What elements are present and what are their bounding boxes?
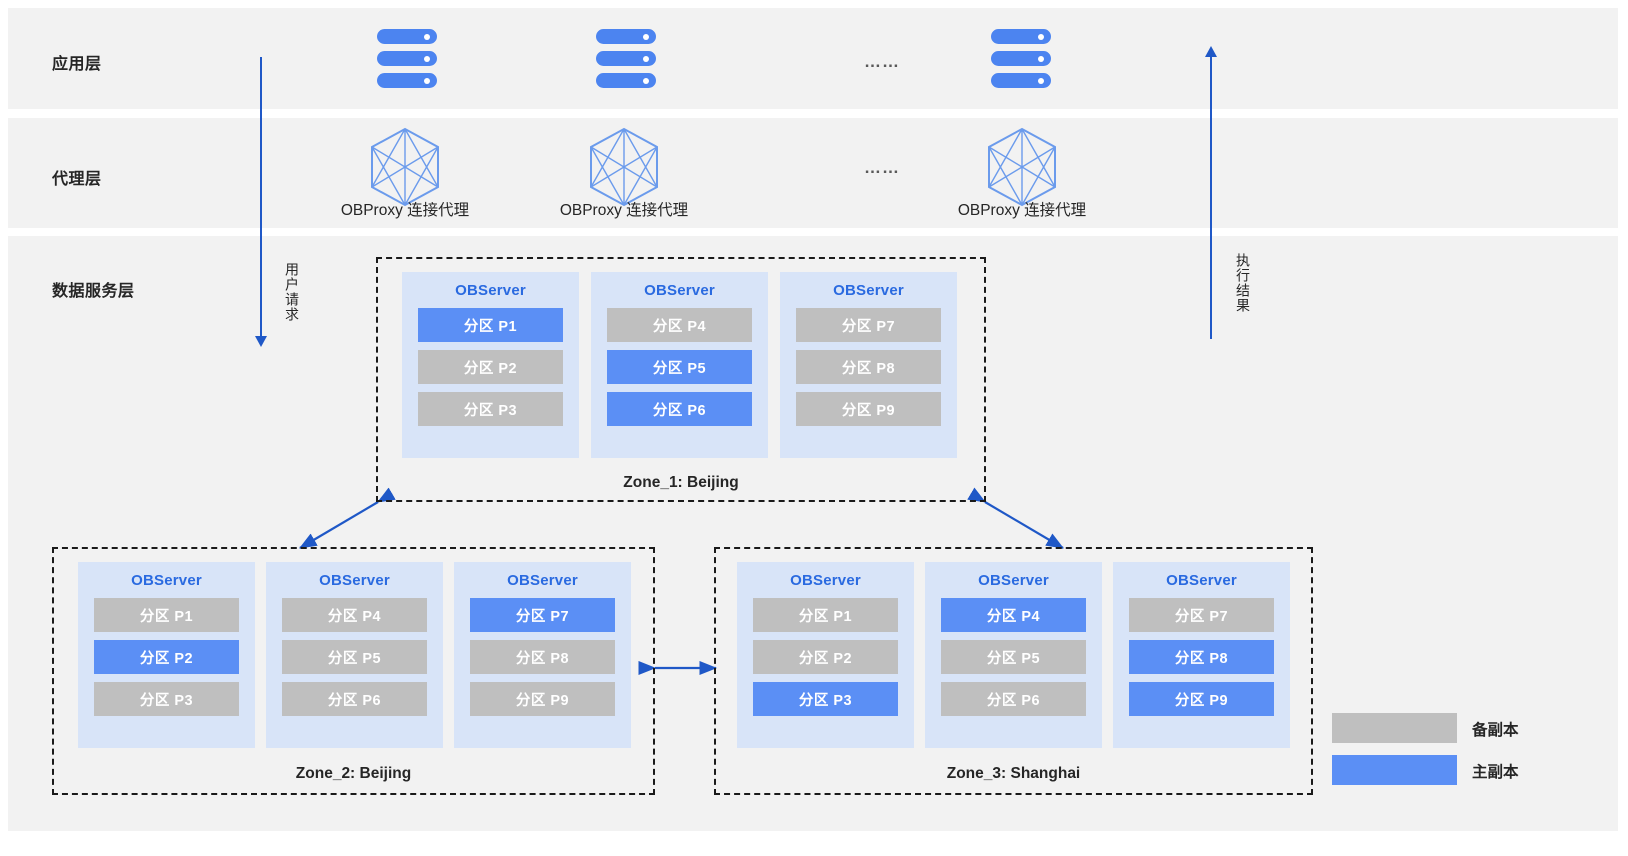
server-icon-bar <box>596 29 656 44</box>
server-icon-led <box>424 55 430 62</box>
proxy-label: OBProxy 连接代理 <box>957 202 1087 219</box>
partition-box[interactable]: 分区 P8 <box>470 640 615 674</box>
partition-box[interactable]: 分区 P2 <box>94 640 239 674</box>
observer-card[interactable]: OBServer 分区 P4 分区 P5 分区 P6 <box>925 562 1102 748</box>
partition-box[interactable]: 分区 P6 <box>607 392 752 426</box>
server-icon-bar <box>377 73 437 88</box>
server-icon <box>596 29 656 89</box>
layer-label-application: 应用层 <box>52 56 102 73</box>
server-icon-bar <box>596 73 656 88</box>
server-icon <box>991 29 1051 89</box>
partition-box[interactable]: 分区 P4 <box>282 598 427 632</box>
server-icon-led <box>643 55 649 62</box>
observer-title: OBServer <box>131 572 202 589</box>
partition-box[interactable]: 分区 P4 <box>941 598 1086 632</box>
server-icon-bar <box>991 51 1051 66</box>
partition-box[interactable]: 分区 P3 <box>418 392 563 426</box>
observer-title: OBServer <box>455 282 526 299</box>
observer-card[interactable]: OBServer 分区 P1 分区 P2 分区 P3 <box>737 562 914 748</box>
observer-card[interactable]: OBServer 分区 P1 分区 P2 分区 P3 <box>402 272 579 458</box>
partition-box[interactable]: 分区 P1 <box>94 598 239 632</box>
partition-box[interactable]: 分区 P9 <box>796 392 941 426</box>
layer-band-proxy <box>8 118 1618 228</box>
partition-box[interactable]: 分区 P9 <box>470 682 615 716</box>
observer-title: OBServer <box>319 572 390 589</box>
server-icon-led <box>424 33 430 40</box>
observer-card[interactable]: OBServer 分区 P4 分区 P5 分区 P6 <box>266 562 443 748</box>
observer-card[interactable]: OBServer 分区 P7 分区 P8 分区 P9 <box>780 272 957 458</box>
partition-box[interactable]: 分区 P5 <box>282 640 427 674</box>
legend-swatch-primary <box>1332 755 1457 785</box>
legend-swatch-backup <box>1332 713 1457 743</box>
observer-title: OBServer <box>833 282 904 299</box>
legend-label-backup: 备副本 <box>1472 722 1519 739</box>
server-icon-bar <box>991 29 1051 44</box>
execution-result-label: 执行结果 <box>1235 253 1251 313</box>
execution-result-arrow-line <box>1210 57 1212 339</box>
observer-title: OBServer <box>790 572 861 589</box>
observer-card[interactable]: OBServer 分区 P4 分区 P5 分区 P6 <box>591 272 768 458</box>
partition-box[interactable]: 分区 P7 <box>1129 598 1274 632</box>
partition-box[interactable]: 分区 P1 <box>753 598 898 632</box>
server-icon-bar <box>596 51 656 66</box>
observer-card[interactable]: OBServer 分区 P7 分区 P8 分区 P9 <box>1113 562 1290 748</box>
partition-box[interactable]: 分区 P5 <box>607 350 752 384</box>
partition-box[interactable]: 分区 P8 <box>796 350 941 384</box>
partition-box[interactable]: 分区 P1 <box>418 308 563 342</box>
partition-box[interactable]: 分区 P3 <box>94 682 239 716</box>
observer-title: OBServer <box>644 282 715 299</box>
partition-box[interactable]: 分区 P8 <box>1129 640 1274 674</box>
proxy-label: OBProxy 连接代理 <box>340 202 470 219</box>
observer-card[interactable]: OBServer 分区 P7 分区 P8 分区 P9 <box>454 562 631 748</box>
partition-box[interactable]: 分区 P9 <box>1129 682 1274 716</box>
server-icon-led <box>1038 33 1044 40</box>
partition-box[interactable]: 分区 P2 <box>753 640 898 674</box>
proxy-mesh-icon <box>983 126 1061 208</box>
server-icon-led <box>424 77 430 84</box>
zone-zone3[interactable] <box>714 547 1313 795</box>
observer-card[interactable]: OBServer 分区 P1 分区 P2 分区 P3 <box>78 562 255 748</box>
server-icon-bar <box>991 73 1051 88</box>
partition-box[interactable]: 分区 P7 <box>796 308 941 342</box>
observer-title: OBServer <box>507 572 578 589</box>
zone-label-zone2: Zone_2: Beijing <box>295 765 412 782</box>
layer-label-proxy: 代理层 <box>52 171 102 188</box>
server-icon-bar <box>377 51 437 66</box>
server-icon-led <box>643 77 649 84</box>
observer-title: OBServer <box>978 572 1049 589</box>
application-ellipsis: …… <box>864 52 900 71</box>
proxy-mesh-icon <box>366 126 444 208</box>
user-request-label: 用户请求 <box>284 262 300 322</box>
partition-box[interactable]: 分区 P5 <box>941 640 1086 674</box>
server-icon-bar <box>377 29 437 44</box>
server-icon <box>377 29 437 89</box>
server-icon-led <box>1038 77 1044 84</box>
layer-band-application <box>8 8 1618 109</box>
proxy-label: OBProxy 连接代理 <box>559 202 689 219</box>
zone-label-zone1: Zone_1: Beijing <box>623 474 739 491</box>
execution-result-arrow-head <box>1205 46 1217 57</box>
legend-label-primary: 主副本 <box>1472 764 1519 781</box>
server-icon-led <box>1038 55 1044 62</box>
partition-box[interactable]: 分区 P4 <box>607 308 752 342</box>
user-request-arrow-line <box>260 57 262 339</box>
proxy-mesh-icon <box>585 126 663 208</box>
observer-title: OBServer <box>1166 572 1237 589</box>
partition-box[interactable]: 分区 P6 <box>282 682 427 716</box>
partition-box[interactable]: 分区 P6 <box>941 682 1086 716</box>
server-icon-led <box>643 33 649 40</box>
partition-box[interactable]: 分区 P3 <box>753 682 898 716</box>
proxy-ellipsis: …… <box>864 158 900 177</box>
zone-zone2[interactable] <box>52 547 655 795</box>
user-request-arrow-head <box>255 336 267 347</box>
zone-zone1[interactable] <box>376 257 986 502</box>
partition-box[interactable]: 分区 P7 <box>470 598 615 632</box>
layer-label-data-service: 数据服务层 <box>52 283 135 300</box>
zone-label-zone3: Zone_3: Shanghai <box>946 765 1081 782</box>
partition-box[interactable]: 分区 P2 <box>418 350 563 384</box>
